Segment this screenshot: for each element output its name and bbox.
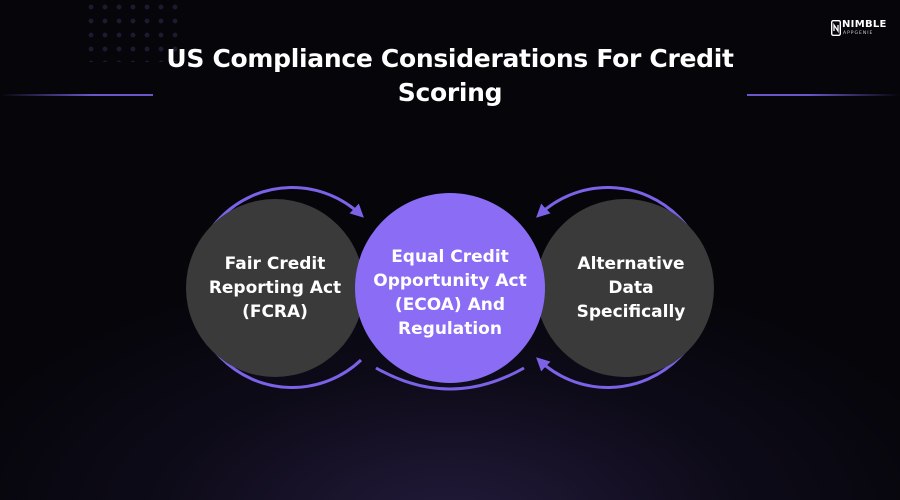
node-left-circle — [186, 199, 364, 377]
node-center-circle — [355, 193, 545, 383]
node-right-circle — [536, 199, 714, 377]
title-divider-left — [0, 94, 153, 96]
brand-logo: NIMBLE APPGENIE — [831, 19, 886, 41]
node-center-label: Equal Credit Opportunity Act (ECOA) And … — [373, 247, 527, 339]
bottom-connector-arc — [375, 366, 525, 391]
logo-wordmark: NIMBLE — [842, 19, 887, 30]
title-divider-right — [747, 94, 900, 96]
dot-grid-decoration — [84, 0, 184, 62]
node-right-label: Alternative Data Specifically — [576, 254, 686, 322]
node-left-label: Fair Credit Reporting Act (FCRA) — [208, 254, 342, 322]
logo-subtext: APPGENIE — [843, 31, 874, 36]
phone-logo-icon — [831, 20, 841, 36]
page-title: US Compliance Considerations For Credit … — [166, 44, 734, 107]
